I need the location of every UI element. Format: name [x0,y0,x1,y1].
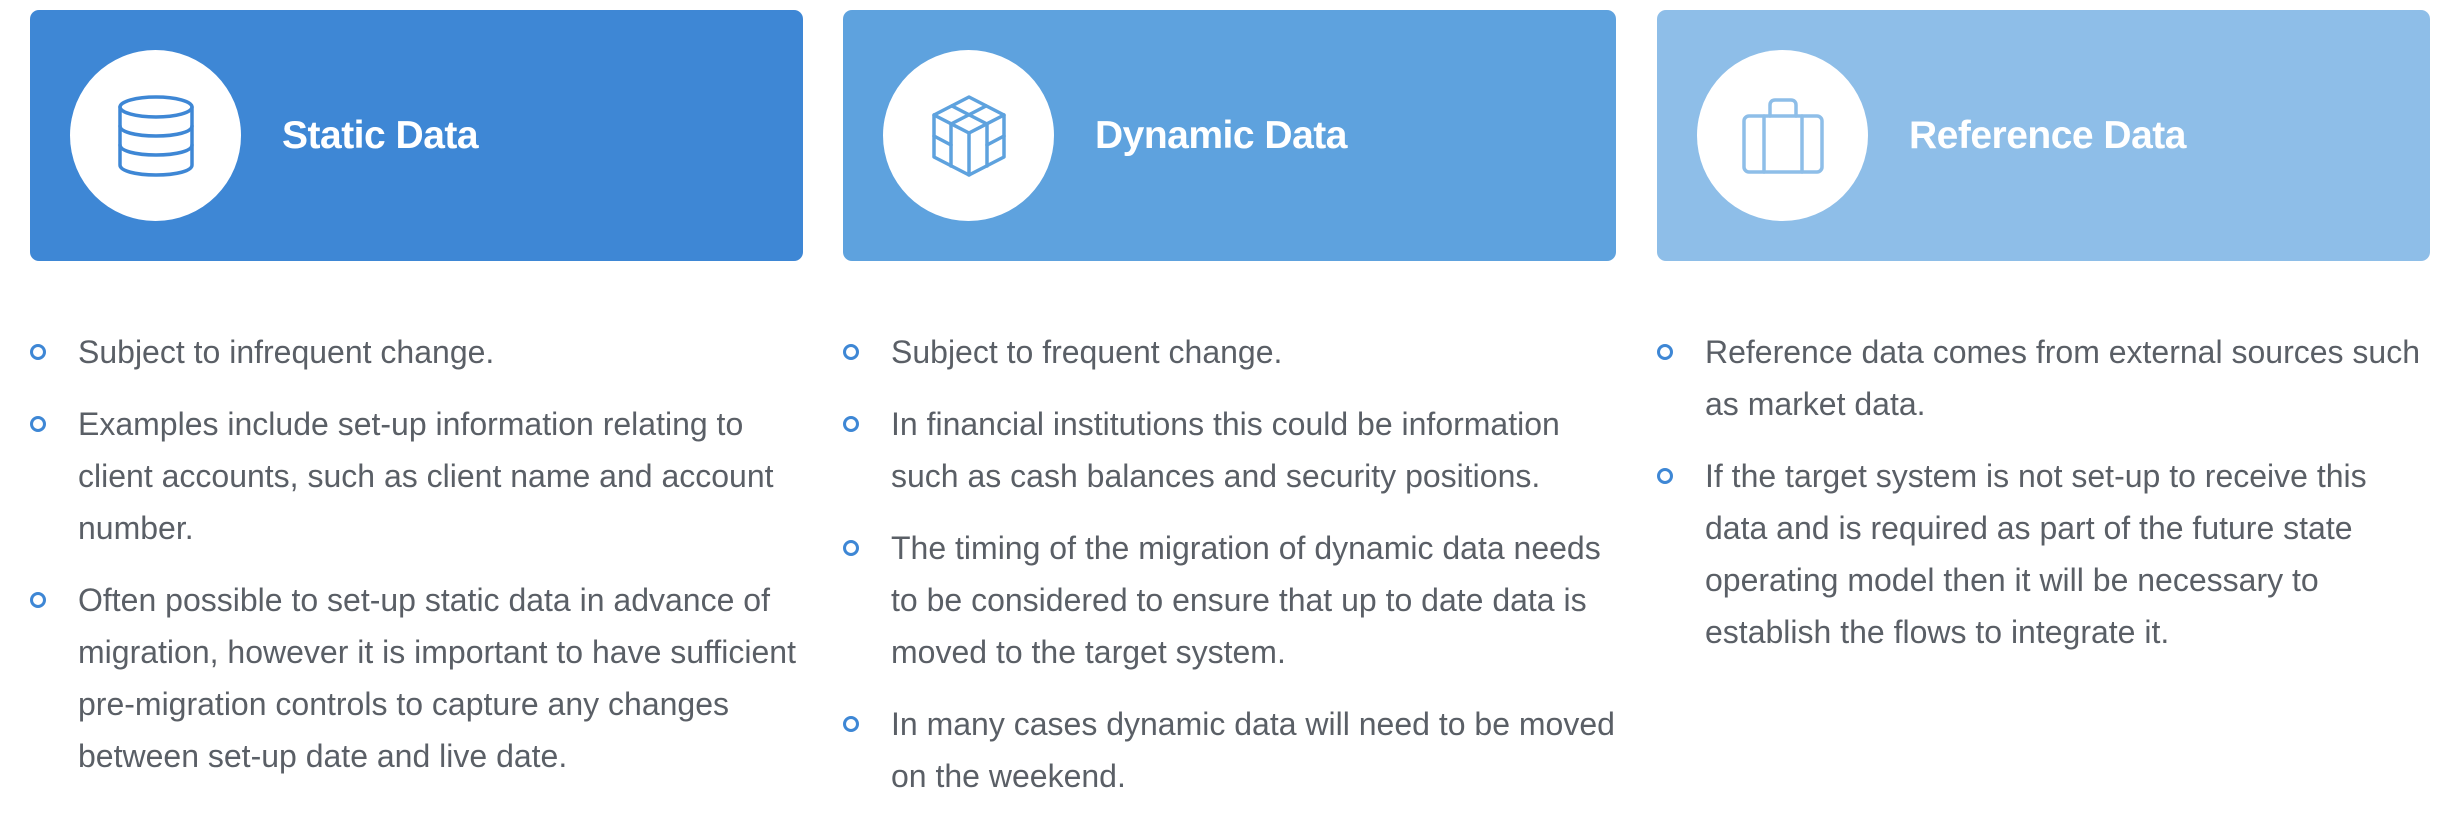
static-data-column: Static Data Subject to infrequent change… [30,10,803,774]
list-item: Often possible to set-up static data in … [30,574,803,782]
list-item: Examples include set-up information rela… [30,398,803,554]
list-item-text: In financial institutions this could be … [891,406,1560,494]
dynamic-data-column: Dynamic Data Subject to frequent change.… [843,10,1616,794]
dynamic-data-icon-circle [883,50,1054,221]
briefcase-icon [1740,96,1826,176]
bullet-icon [1657,344,1673,360]
cube-icon [928,93,1010,179]
dynamic-data-title: Dynamic Data [1095,114,1347,157]
list-item-text: In many cases dynamic data will need to … [891,706,1615,794]
bullet-icon [843,716,859,732]
list-item-text: If the target system is not set-up to re… [1705,458,2367,650]
list-item-text: The timing of the migration of dynamic d… [891,530,1601,670]
database-icon [115,93,197,179]
list-item: In many cases dynamic data will need to … [843,698,1616,802]
static-data-title: Static Data [282,114,479,157]
bullet-icon [30,344,46,360]
bullet-icon [1657,468,1673,484]
list-item-text: Subject to infrequent change. [78,334,495,370]
dynamic-data-bullet-list: Subject to frequent change. In financial… [843,326,1616,822]
reference-data-icon-circle [1697,50,1868,221]
static-data-bullet-list: Subject to infrequent change. Examples i… [30,326,803,802]
list-item-text: Reference data comes from external sourc… [1705,334,2420,422]
reference-data-title: Reference Data [1909,114,2186,157]
list-item: The timing of the migration of dynamic d… [843,522,1616,678]
list-item: Reference data comes from external sourc… [1657,326,2430,430]
list-item-text: Examples include set-up information rela… [78,406,774,546]
list-item-text: Subject to frequent change. [891,334,1283,370]
reference-data-column: Reference Data Reference data comes from… [1657,10,2430,650]
static-data-header: Static Data [30,10,803,261]
reference-data-header: Reference Data [1657,10,2430,261]
bullet-icon [30,592,46,608]
list-item-text: Often possible to set-up static data in … [78,582,796,774]
dynamic-data-header: Dynamic Data [843,10,1616,261]
list-item: If the target system is not set-up to re… [1657,450,2430,658]
list-item: Subject to infrequent change. [30,326,803,378]
static-data-icon-circle [70,50,241,221]
bullet-icon [843,416,859,432]
list-item: Subject to frequent change. [843,326,1616,378]
reference-data-bullet-list: Reference data comes from external sourc… [1657,326,2430,678]
list-item: In financial institutions this could be … [843,398,1616,502]
bullet-icon [30,416,46,432]
bullet-icon [843,540,859,556]
bullet-icon [843,344,859,360]
